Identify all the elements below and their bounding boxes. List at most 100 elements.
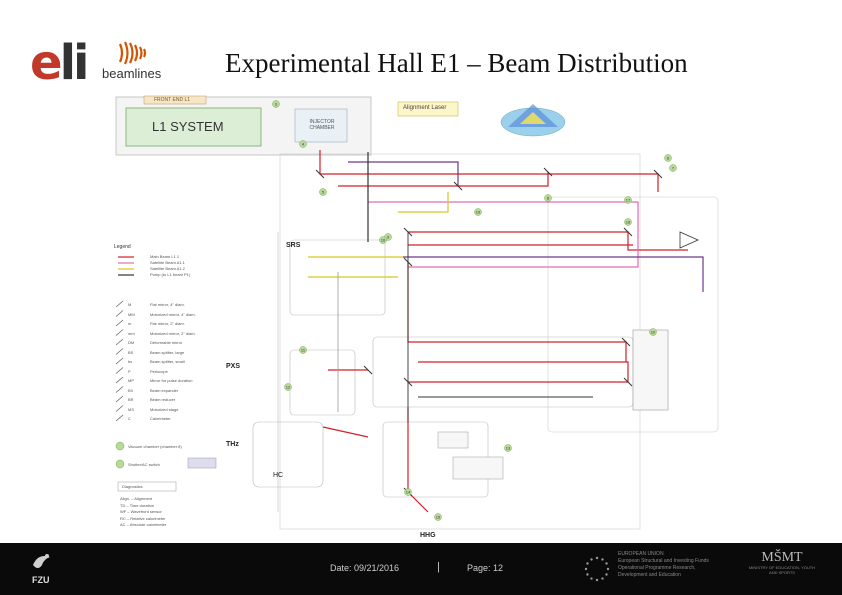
beam-expander-icon	[679, 231, 699, 249]
legend-item-label: Beam reducer	[150, 397, 176, 402]
marker-circle	[299, 140, 307, 148]
marker-label: 10	[651, 330, 656, 335]
marker-label: 13	[506, 446, 511, 451]
vacuum-chamber-icon	[115, 441, 125, 451]
legend-item-icon	[115, 319, 124, 327]
legend-item-icon	[115, 310, 124, 317]
marker-circle	[624, 218, 632, 226]
diagnostics-title-box	[117, 481, 177, 492]
legend-item-icon	[115, 395, 124, 403]
shutter-image	[187, 457, 217, 469]
legend-item-symbol: C	[128, 416, 131, 421]
marker-label: 11	[301, 348, 306, 353]
eu-star	[601, 558, 604, 561]
eu-star	[606, 567, 610, 571]
marker-label: 5	[322, 190, 325, 195]
legend-item-symbol: MM	[128, 311, 135, 317]
eu-stars-icon	[584, 556, 610, 582]
marker-circle	[504, 444, 512, 452]
front-end-label: FRONT END L1	[154, 97, 191, 103]
legend-item-label: Mirror for pulse duration	[150, 378, 193, 383]
legend-item-icon	[115, 338, 124, 346]
legend-item-icon	[115, 376, 124, 384]
eu-star	[590, 558, 593, 561]
vacuum-chamber-label: Vacuum chamber (chamber 8)	[128, 444, 182, 449]
section-hc: HC	[273, 472, 284, 479]
eli-logo-e: e	[30, 35, 63, 91]
marker-circle	[544, 194, 552, 202]
thz-room	[252, 421, 324, 488]
marker-label: 18	[626, 220, 631, 225]
marker-circle	[664, 154, 672, 162]
diagnostics-title: Diagnostics	[122, 484, 143, 489]
eu-star	[586, 573, 589, 576]
msmt-logo-text: MINISTRY OF EDUCATION, YOUTH AND SPORTS	[748, 565, 816, 575]
fzu-logo-text: FZU	[32, 575, 50, 585]
eu-text-line: Development and Education	[618, 572, 681, 578]
eu-star	[605, 573, 608, 576]
legend-item-icon	[115, 348, 124, 355]
legend-item-label: Calorimeter	[150, 416, 171, 421]
legend-item-label: Beam splitter, small	[150, 359, 185, 364]
legend-item-symbol: BX	[128, 387, 134, 393]
legend-item-icon	[115, 386, 124, 393]
eu-star	[590, 577, 593, 580]
diagnostics-item: TD – Time duration	[120, 502, 155, 508]
marker-label: 9	[387, 235, 390, 240]
legend-item-label: Motorized stage	[150, 406, 179, 412]
header: eli beamlines Experimental Hall E1 – Bea…	[0, 0, 842, 95]
eu-flag-icon	[582, 554, 612, 584]
eu-star	[601, 577, 604, 580]
marker-label: 14	[406, 490, 411, 495]
diagnostics-item: WF – Wavefront sensor	[120, 509, 162, 514]
footer: FZU Date: 09/21/2016 | Page: 12 EUROPEAN…	[0, 543, 842, 595]
marker-circle	[319, 188, 327, 196]
page-title: Experimental Hall E1 – Beam Distribution	[225, 48, 688, 78]
marker-circle	[669, 164, 677, 172]
eu-star	[584, 567, 588, 571]
marker-label: 8	[547, 196, 550, 201]
legend-item-label: Flat mirror, 2" diam.	[150, 321, 185, 326]
legend-item-symbol: MP	[128, 378, 134, 383]
legend-item-symbol: P	[128, 368, 131, 374]
footer-page-number: Page: 12	[467, 563, 504, 573]
eli-logo-rest: li	[59, 35, 90, 91]
marker-circle	[474, 208, 482, 216]
legend-item-label: Beam expander	[150, 387, 179, 393]
injector-label: INJECTOR CHAMBER	[309, 119, 335, 131]
diagnostics-item: AC – Absolute calorimeter	[120, 522, 167, 527]
central-room	[372, 336, 634, 408]
marker-label: 4	[302, 142, 305, 147]
l1-system-label: L1 SYSTEM	[152, 119, 224, 134]
section-srs: SRS	[286, 242, 301, 249]
marker-circle	[649, 328, 657, 336]
eli-logo: eli	[30, 38, 100, 88]
msmt-logo-mark: MŠMT	[761, 550, 803, 565]
legend-item-label: Motorized mirror, 4" diam.	[150, 311, 196, 317]
legend-item-label: Flat mirror, 4" diam.	[150, 302, 185, 307]
marker-circle	[624, 196, 632, 204]
legend-item-label: Periscope	[150, 368, 168, 374]
front-end-box	[143, 95, 207, 105]
marker-circle	[299, 346, 307, 354]
wf-box	[452, 456, 504, 480]
diagnostics-item: RC – Relative calorimeter	[120, 515, 166, 521]
legend-item-symbol: MS	[128, 406, 134, 412]
eu-star	[586, 562, 589, 565]
injector-box	[294, 108, 348, 143]
msmt-logo: MŠMT MINISTRY OF EDUCATION, YOUTH AND SP…	[747, 551, 817, 589]
marker-label: 12	[286, 385, 291, 390]
legend-item-symbol: BS	[128, 349, 134, 355]
eu-star	[605, 562, 608, 565]
section-pxs: PXS	[226, 363, 241, 370]
legend-item-label: Deformable mirror	[150, 340, 183, 345]
fzu-logo: FZU	[30, 551, 56, 589]
legend-item-icon	[115, 357, 124, 365]
legend-line-label: Pump (to L1 beam P1)	[150, 272, 191, 277]
wavefront-plot	[500, 104, 566, 137]
legend-item-icon	[115, 367, 124, 374]
marker-circle	[284, 383, 292, 391]
legend-item-icon	[115, 405, 124, 412]
